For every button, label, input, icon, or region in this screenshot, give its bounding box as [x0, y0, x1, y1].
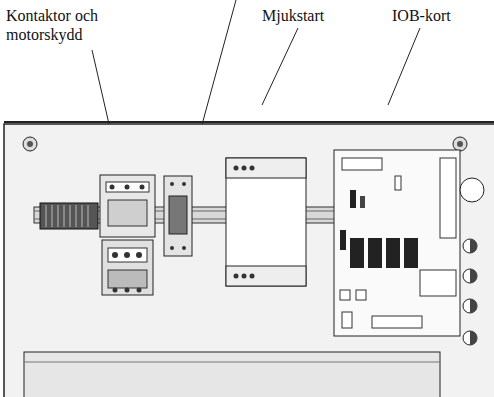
part-label: Mjukstart: [262, 6, 372, 25]
leader-line: [262, 28, 298, 105]
terminal-block: [40, 203, 98, 229]
part-label: IOB-kort: [392, 6, 492, 25]
part-label: Kontaktor och motorskydd: [6, 6, 124, 44]
iob-card: [334, 150, 460, 336]
relay: [164, 176, 192, 256]
cabinet-plate: [4, 124, 494, 397]
screw: [23, 137, 37, 151]
contactor: [100, 175, 155, 295]
screw: [453, 137, 467, 151]
cable-gland: [460, 178, 484, 202]
leader-line: [388, 28, 420, 105]
cable-duct: [24, 352, 440, 397]
soft-starter: [226, 158, 306, 286]
